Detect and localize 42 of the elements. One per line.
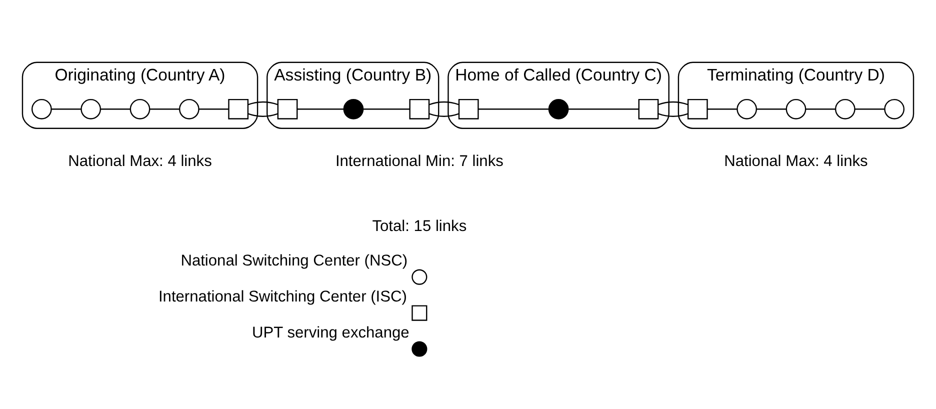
node-box xyxy=(458,98,479,120)
connector xyxy=(658,101,688,117)
connector xyxy=(51,108,81,110)
connector xyxy=(363,108,410,110)
node-box xyxy=(638,98,659,120)
legend-label: National Switching Center (NSC) xyxy=(180,252,408,270)
node-circle xyxy=(130,98,150,120)
connector xyxy=(198,108,228,110)
node-circle xyxy=(834,98,856,120)
node-box xyxy=(277,98,298,120)
node-circle xyxy=(786,98,806,120)
cluster: Assisting (Country B) xyxy=(266,62,440,129)
cluster: Originating (Country A) xyxy=(22,62,258,129)
connector xyxy=(150,108,180,110)
node-circle xyxy=(548,98,569,120)
cluster: Terminating (Country D) xyxy=(678,62,914,129)
legend-label: UPT serving exchange xyxy=(252,324,410,342)
label: National Max: 4 links xyxy=(68,153,212,170)
node-box xyxy=(409,98,430,120)
connector xyxy=(100,108,130,110)
node-circle xyxy=(80,98,102,120)
connector xyxy=(707,108,737,110)
node-circle xyxy=(736,98,758,120)
node-box xyxy=(228,98,249,120)
node-circle xyxy=(884,98,905,120)
connector xyxy=(756,108,786,110)
cluster: Home of Called (Country C) xyxy=(448,62,670,129)
connector xyxy=(854,108,884,110)
node-circle xyxy=(31,98,52,120)
node-circle xyxy=(178,98,200,120)
connector xyxy=(568,108,639,110)
label: International Min: 7 links xyxy=(335,153,504,170)
node-circle xyxy=(343,98,364,120)
connector xyxy=(478,108,549,110)
connector xyxy=(297,108,344,110)
connector xyxy=(428,101,459,117)
label: National Max: 4 links xyxy=(724,153,868,170)
label: Total: 15 links xyxy=(372,218,467,235)
legend-label: International Switching Center (ISC) xyxy=(158,288,407,306)
node-box xyxy=(687,98,708,120)
connector xyxy=(248,101,278,117)
connector xyxy=(806,108,836,110)
